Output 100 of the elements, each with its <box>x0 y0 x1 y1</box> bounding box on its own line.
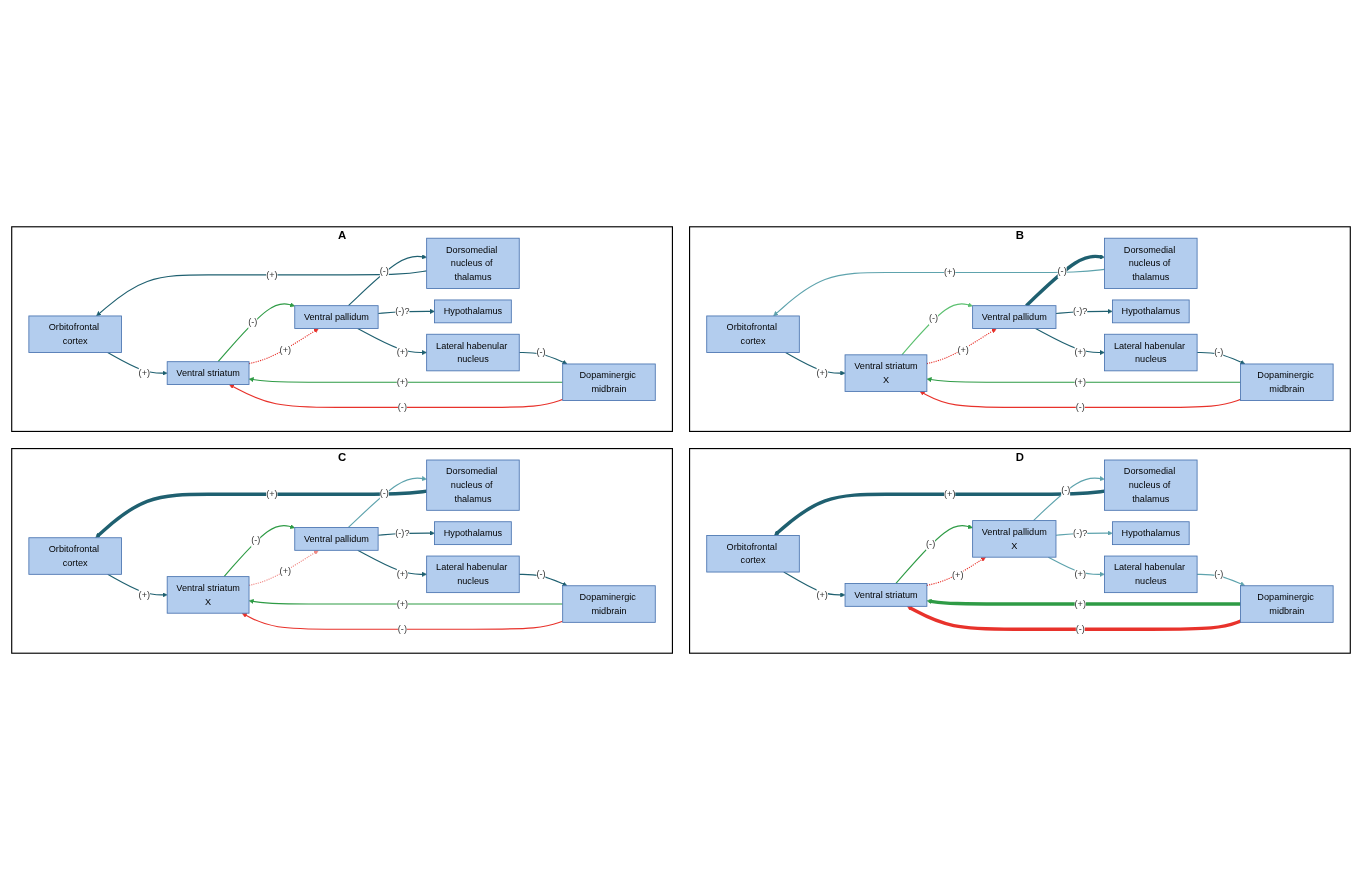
node-box: Orbitofrontal cortex <box>27 315 122 353</box>
node-box: Dopaminergic midbrain <box>1239 584 1334 623</box>
node-box: Orbitofrontal cortex <box>27 536 122 575</box>
arrow <box>773 488 1105 536</box>
node-box: Dopaminergic midbrain <box>561 584 656 623</box>
node-box: Ventral pallidum <box>293 526 379 551</box>
edge-label: (-) <box>247 316 257 326</box>
edge-label: (-) <box>1057 265 1067 276</box>
arrow <box>347 253 427 306</box>
edge-label: (+) <box>138 367 150 378</box>
edge-label: (-) <box>535 346 546 357</box>
edge-label: (+) <box>279 344 291 354</box>
node-box: Dopaminergic midbrain <box>1239 363 1334 401</box>
node-box: Orbitofrontal cortex <box>705 315 800 353</box>
edge-label: (-) <box>1075 401 1085 412</box>
arrow <box>94 488 427 538</box>
arrow <box>772 268 1105 316</box>
arrow <box>106 573 167 597</box>
arrow <box>1054 530 1113 536</box>
arrow <box>900 301 973 355</box>
edge-label: (+) <box>1074 346 1086 357</box>
edge-label: (-) <box>535 568 546 579</box>
node-box: Lateral habenular nucleus <box>425 555 520 593</box>
node-box: Ventral striatum <box>844 582 927 607</box>
edge-label: (-) <box>379 265 389 276</box>
arrow <box>248 376 563 383</box>
edge-label: (+) <box>815 589 828 599</box>
edge-label: (-) <box>1213 568 1223 579</box>
arrow <box>223 523 295 577</box>
arrow <box>782 570 845 597</box>
node-box: Dorsomedial nucleus of thalamus <box>425 459 520 511</box>
arrow <box>347 475 427 528</box>
edge-label: (-) <box>379 487 389 498</box>
arrow <box>518 573 567 586</box>
edge-label: (+) <box>138 589 150 599</box>
edge-label: (+) <box>1074 568 1086 579</box>
edge-label: (-) <box>925 538 935 548</box>
arrow <box>248 598 563 605</box>
edge-label: (-)? <box>394 527 409 538</box>
arrow <box>241 612 563 630</box>
edge-label: (+) <box>943 488 955 499</box>
node-box: Lateral habenular nucleus <box>1103 555 1198 593</box>
edge-label: (-) <box>1075 623 1085 634</box>
arrow <box>919 390 1241 408</box>
arrow <box>1024 253 1105 307</box>
edge-label: (+) <box>396 346 408 357</box>
node-box: Ventral pallidum X <box>971 519 1056 558</box>
node-box: Hypothalamus <box>433 299 512 323</box>
arrow <box>906 605 1241 631</box>
node-box: Hypothalamus <box>1111 299 1190 323</box>
edge-label: (-) <box>397 623 407 634</box>
edge-label: (-) <box>1060 484 1070 494</box>
node-box: Dorsomedial nucleus of thalamus <box>1103 237 1198 289</box>
arrow <box>356 549 427 577</box>
edge-label: (+) <box>943 266 955 277</box>
arrow <box>1196 351 1245 364</box>
edge-label: (+) <box>265 269 278 279</box>
node-box: Dopaminergic midbrain <box>561 363 656 401</box>
arrow <box>926 598 1241 606</box>
node-box: Ventral pallidum <box>293 304 379 329</box>
arrow <box>228 383 563 408</box>
arrow <box>377 530 435 536</box>
edge-label: (-) <box>1213 346 1223 357</box>
node-box: Ventral striatum X <box>844 353 927 392</box>
arrow <box>95 269 427 316</box>
node-box: Dorsomedial nucleus of thalamus <box>425 237 520 289</box>
node-box: Ventral striatum <box>166 360 249 385</box>
arrow <box>1054 308 1113 314</box>
arrow <box>894 523 973 584</box>
arrow <box>106 351 167 376</box>
edge-label: (+) <box>396 376 408 387</box>
arrow <box>926 376 1241 383</box>
node-box: Orbitofrontal cortex <box>705 534 800 572</box>
arrow <box>784 351 845 376</box>
arrow <box>1196 573 1245 586</box>
node-box: Lateral habenular nucleus <box>1103 333 1198 371</box>
edge-label: (-) <box>397 401 407 412</box>
node-box: Ventral pallidum <box>971 304 1056 329</box>
node-box: Dorsomedial nucleus of thalamus <box>1103 459 1198 511</box>
arrow <box>217 301 295 362</box>
edge-label: (+) <box>396 598 408 609</box>
edge-label: (+) <box>956 344 969 354</box>
edge-label: (+) <box>279 565 291 576</box>
arrow <box>1047 556 1105 577</box>
edge-label: (-)? <box>1072 305 1087 316</box>
edge-label: (+) <box>1074 598 1086 609</box>
edge-label: (-)? <box>394 305 409 316</box>
arrow <box>1032 475 1105 521</box>
edge-label: (+) <box>815 367 828 378</box>
edge-label: (+) <box>396 568 408 579</box>
node-box: Ventral striatum X <box>166 575 249 614</box>
arrow <box>518 351 567 364</box>
node-box: Lateral habenular nucleus <box>425 333 520 371</box>
edge-label: (-) <box>928 312 938 323</box>
edge-label: (+) <box>951 569 963 579</box>
node-box: Hypothalamus <box>433 520 512 545</box>
arrow <box>1034 327 1105 355</box>
edge-label: (+) <box>265 488 278 499</box>
edge-label: (+) <box>1074 376 1086 387</box>
edge-label: (-)? <box>1072 527 1087 538</box>
